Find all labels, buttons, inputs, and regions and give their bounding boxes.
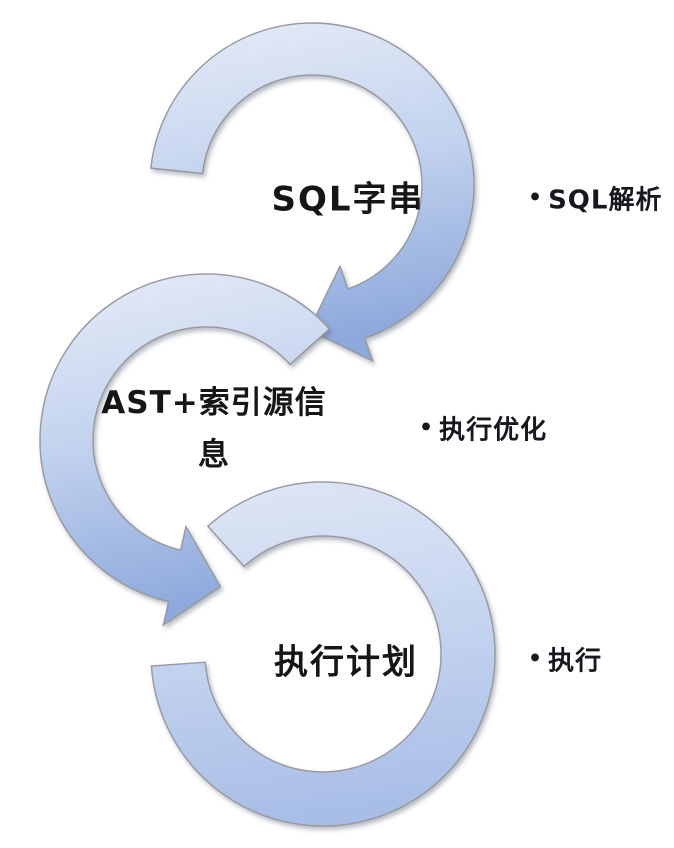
step-2-annotation-text: 执行优化 [439, 415, 548, 446]
cycle-arrow-step-1 [150, 22, 475, 363]
step-2-label-line-1: AST+索引源信 [101, 385, 327, 421]
step-3-annotation-text: 执行 [548, 646, 603, 677]
step-1-annotation-text: SQL解析 [548, 185, 663, 216]
cycle-arrow-step-3 [150, 481, 496, 827]
bullet-icon: • [528, 646, 544, 671]
step-3-label: 执行计划 [274, 642, 418, 683]
bullet-icon: • [528, 185, 544, 210]
cycle-arrow-step-2 [39, 273, 331, 627]
step-2-label: AST+索引源信 息 [101, 377, 326, 481]
step-2-annotation: • 执行优化 [419, 410, 547, 447]
step-1-label: SQL字串 [271, 179, 425, 220]
step-2-label-line-2: 息 [197, 437, 230, 473]
step-1-annotation: • SQL解析 [528, 180, 662, 217]
step-3-annotation: • 执行 [528, 641, 602, 678]
bullet-icon: • [419, 415, 435, 440]
